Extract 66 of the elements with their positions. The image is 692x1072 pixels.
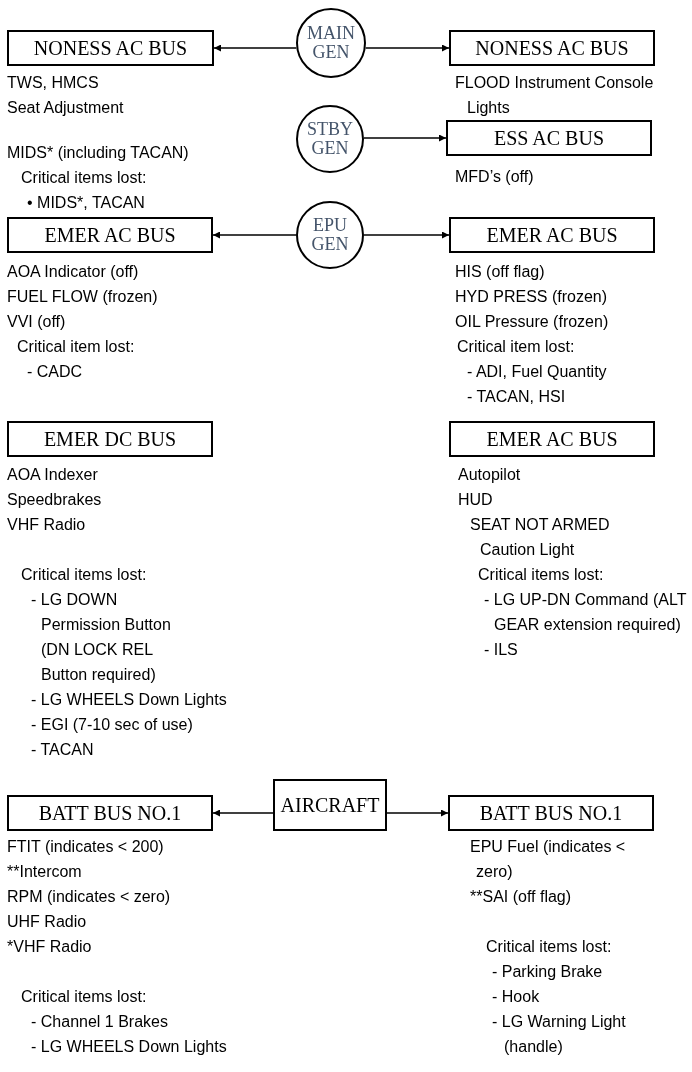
bus-load-text: MIDS* (including TACAN)	[7, 143, 189, 163]
bus-load-text: HUD	[458, 490, 494, 510]
bus-load-text: - LG Warning Light (handle)	[492, 1012, 627, 1057]
bus-load-text: Seat Adjustment	[7, 98, 125, 118]
bus-load-text: - LG UP-DN Command (ALT GEAR extension required)	[484, 590, 688, 635]
bus-load-text: Speedbrakes	[7, 490, 103, 510]
bus-load-text: Critical items lost:	[21, 168, 148, 188]
bus-load-text: - TACAN, HSI	[467, 387, 567, 407]
bus-load-text: VHF Radio	[7, 515, 87, 535]
bus-box: EMER DC BUS	[7, 421, 213, 457]
generator-circle: STBY GEN	[296, 105, 364, 173]
bus-load-text: Critical item lost:	[17, 337, 136, 357]
bus-load-text: FUEL FLOW (frozen)	[7, 287, 158, 307]
bus-load-text: HYD PRESS (frozen)	[455, 287, 609, 307]
bus-load-text: - CADC	[27, 362, 84, 382]
bus-load-text: HIS (off flag)	[455, 262, 546, 282]
bus-load-text: OIL Pressure (frozen)	[455, 312, 609, 332]
bus-load-text: FLOOD Instrument Console Lights	[455, 73, 655, 118]
bus-load-text: • MIDS*, TACAN	[27, 193, 146, 213]
generator-circle: MAIN GEN	[296, 8, 366, 78]
bus-load-text: - ILS	[484, 640, 519, 660]
bus-load-text: - LG DOWN Permission Button (DN LOCK REL Button required)	[31, 590, 172, 685]
arrow	[212, 809, 274, 817]
bus-box: NONESS AC BUS	[7, 30, 214, 66]
bus-load-text: VVI (off)	[7, 312, 67, 332]
bus-box: BATT BUS NO.1	[448, 795, 654, 831]
bus-load-text: - TACAN	[31, 740, 95, 760]
bus-box: BATT BUS NO.1	[7, 795, 213, 831]
bus-load-text: *VHF Radio	[7, 937, 93, 957]
bus-load-text: - Hook	[492, 987, 541, 1007]
arrow	[213, 44, 298, 52]
bus-box: NONESS AC BUS	[449, 30, 655, 66]
arrow	[212, 231, 297, 239]
bus-load-text: AOA Indexer	[7, 465, 99, 485]
bus-load-text: - Channel 1 Brakes	[31, 1012, 169, 1032]
bus-load-text: - LG WHEELS Down Lights	[31, 1037, 227, 1057]
bus-load-text: MFD’s (off)	[455, 167, 534, 187]
bus-load-text: - LG WHEELS Down Lights	[31, 690, 227, 710]
bus-box: EMER AC BUS	[449, 421, 655, 457]
bus-load-text: **Intercom	[7, 862, 83, 882]
bus-load-text: Critical item lost:	[457, 337, 576, 357]
bus-load-text: **SAI (off flag)	[470, 887, 573, 907]
bus-load-text: TWS, HMCS	[7, 73, 100, 93]
bus-load-text: Critical items lost:	[21, 565, 148, 585]
bus-load-text: Critical items lost:	[486, 937, 613, 957]
arrow	[363, 134, 447, 142]
generator-circle: EPU GEN	[296, 201, 364, 269]
bus-load-text: - Parking Brake	[492, 962, 604, 982]
bus-load-text: RPM (indicates < zero)	[7, 887, 172, 907]
bus-box: AIRCRAFT	[273, 779, 387, 831]
bus-load-text: Autopilot	[458, 465, 522, 485]
arrow	[364, 44, 450, 52]
bus-load-text: Critical items lost:	[478, 565, 605, 585]
bus-box: EMER AC BUS	[7, 217, 213, 253]
arrow	[386, 809, 449, 817]
bus-load-text: SEAT NOT ARMED Caution Light	[470, 515, 611, 560]
bus-load-text: UHF Radio	[7, 912, 88, 932]
bus-box: EMER AC BUS	[449, 217, 655, 253]
bus-load-text: AOA Indicator (off)	[7, 262, 140, 282]
arrow	[363, 231, 450, 239]
bus-load-text: Critical items lost:	[21, 987, 148, 1007]
bus-load-text: - ADI, Fuel Quantity	[467, 362, 608, 382]
bus-box: ESS AC BUS	[446, 120, 652, 156]
bus-load-text: EPU Fuel (indicates < zero)	[470, 837, 627, 882]
bus-load-text: FTIT (indicates < 200)	[7, 837, 165, 857]
bus-load-text: - EGI (7-10 sec of use)	[31, 715, 194, 735]
